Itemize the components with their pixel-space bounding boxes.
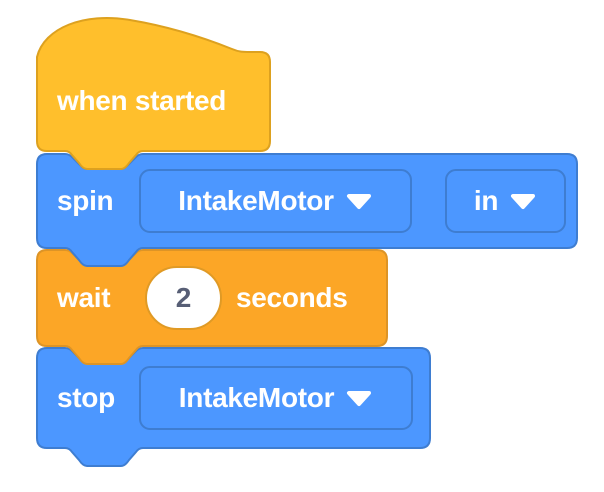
stop-motor-dropdown-value: IntakeMotor — [178, 382, 335, 413]
spin-motor-dropdown-value: IntakeMotor — [178, 185, 334, 216]
wait-label: wait — [57, 282, 111, 313]
stop-label-wrap: stop — [57, 366, 115, 430]
wait-seconds-value: 2 — [175, 282, 192, 313]
wait-seconds-input[interactable]: 2 — [145, 266, 222, 330]
spin-label-wrap: spin — [57, 169, 114, 233]
spin-direction-dropdown[interactable]: in — [445, 169, 566, 233]
stop-motor-dropdown[interactable]: IntakeMotor — [139, 366, 413, 430]
wait-label-wrap: wait — [57, 266, 111, 330]
seconds-label-wrap: seconds — [236, 266, 348, 330]
stop-label: stop — [57, 382, 115, 413]
dropdown-arrow-icon — [346, 193, 371, 209]
when-started-block[interactable] — [36, 16, 271, 170]
spin-label: spin — [57, 185, 114, 216]
when-started-label: when started — [57, 85, 227, 116]
when-started-label-wrap: when started — [57, 69, 226, 133]
seconds-label: seconds — [236, 282, 348, 313]
spin-motor-dropdown[interactable]: IntakeMotor — [139, 169, 412, 233]
dropdown-arrow-icon — [511, 193, 536, 209]
spin-direction-dropdown-value: in — [473, 185, 499, 216]
dropdown-arrow-icon — [347, 390, 372, 406]
